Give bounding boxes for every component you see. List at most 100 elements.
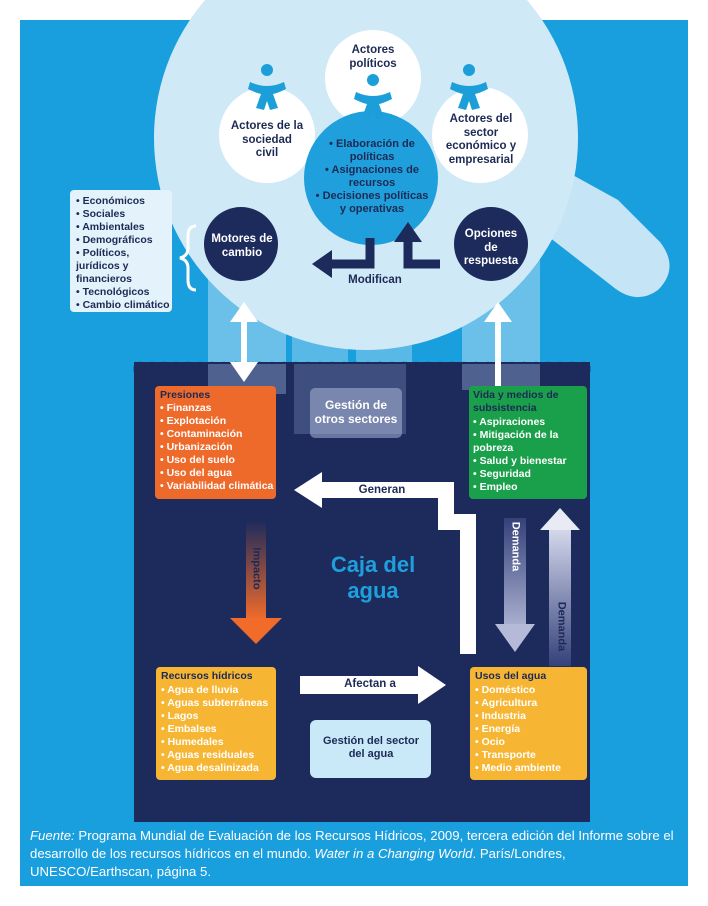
pressure-item: • Contaminación <box>160 428 243 441</box>
use-item: • Ocio <box>475 736 505 749</box>
sector-mgmt-box <box>310 720 431 778</box>
policy-list: • Elaboración de políticas • Asignacione… <box>312 138 432 216</box>
drivers-label: Motores de cambio <box>211 233 273 259</box>
resource-item: • Aguas subterráneas <box>161 697 269 710</box>
responses-circle <box>454 207 528 281</box>
pressure-item: • Finanzas <box>160 402 212 414</box>
resource-item: • Humedales <box>161 736 224 749</box>
driver-item: • Tecnológicos <box>76 286 150 299</box>
generate-arrow-head <box>294 472 322 508</box>
demand-down-label: Demanda <box>509 521 522 572</box>
resource-item: • Embalses <box>161 723 217 736</box>
resource-item: • Lagos <box>161 710 199 723</box>
source-footnote: Fuente: Programa Mundial de Evaluación d… <box>30 827 690 881</box>
political-actors-label: Actores políticos <box>349 44 397 70</box>
livelihoods-items: • Aspiraciones • Mitigación de la pobrez… <box>473 416 585 494</box>
demand-up-shaft <box>549 526 571 666</box>
pressures-items: • Finanzas • Explotación • Contaminación… <box>160 402 274 493</box>
resource-item: • Aguas residuales <box>161 749 255 762</box>
uses-title: Usos del agua <box>475 670 547 682</box>
person-icon-civil <box>248 64 286 110</box>
drivers-arrow-up-head <box>230 302 258 322</box>
affect-arrow-head <box>418 666 446 704</box>
pressures-title: Presiones <box>160 389 211 401</box>
livelihoods-box <box>469 386 587 499</box>
livelihoods-arrow-shaft <box>495 320 501 390</box>
drivers-arrow-shaft <box>241 320 247 364</box>
policy-item: • Decisiones políticas y operativas <box>315 189 429 215</box>
driver-item: • Ambientales <box>76 221 145 234</box>
pressure-item: • Uso del suelo <box>160 454 235 467</box>
resource-item: • Agua de lluvia <box>161 684 239 696</box>
use-item: • Doméstico <box>475 684 536 696</box>
generate-path <box>322 482 476 654</box>
modify-arrow-left <box>330 238 375 269</box>
uses-items: • Doméstico • Agricultura • Industria • … <box>475 684 585 775</box>
livelihood-item: • Aspiraciones <box>473 416 546 428</box>
policy-item: • Elaboración de políticas <box>329 138 415 163</box>
source-title: Water in a Changing World <box>314 845 473 861</box>
impact-arrow-shaft <box>246 520 266 620</box>
livelihoods-title: Vida y medios de subsistencia <box>473 389 559 415</box>
sector-mgmt-label: Gestión del sector del agua <box>323 735 419 760</box>
affect-label: Afectan a <box>344 678 396 690</box>
livelihood-item: • Mitigación de la pobreza <box>473 429 559 455</box>
driver-item: • Cambio climático <box>76 299 170 312</box>
driver-item: • Económicos <box>76 195 146 207</box>
impact-label: Impacto <box>250 547 263 590</box>
generate-label: Generan <box>358 484 406 496</box>
modify-label: Modifican <box>348 274 402 286</box>
use-item: • Agricultura <box>475 697 538 710</box>
resources-items: • Agua de lluvia • Aguas subterráneas • … <box>161 684 275 775</box>
drivers-arrow-down-head <box>230 362 258 382</box>
business-actors-circle <box>432 87 528 183</box>
drivers-circle <box>204 207 278 281</box>
drivers-bracket <box>179 224 197 292</box>
policy-circle <box>304 111 438 245</box>
source-label: Fuente: <box>30 828 75 843</box>
driver-item: • Sociales <box>76 208 126 221</box>
pressure-item: • Urbanización <box>160 441 233 454</box>
drivers-list-box <box>70 190 172 312</box>
other-sectors-box <box>310 388 402 438</box>
responses-label: Opciones de respuesta <box>463 228 519 268</box>
driver-item: • Políticos, jurídicos y financieros <box>76 247 133 286</box>
demand-down-head <box>495 624 535 652</box>
source-text-2: . París/Londres, UNESCO/Earthscan, págin… <box>30 845 566 879</box>
modify-arrow-up <box>403 240 440 269</box>
resources-title: Recursos hídricos <box>161 670 253 682</box>
modify-arrow-up-head <box>394 222 422 242</box>
pressure-item: • Explotación <box>160 415 227 428</box>
use-item: • Industria <box>475 710 526 723</box>
livelihood-item: • Salud y bienestar <box>473 455 567 468</box>
pressures-list: Presiones <box>160 389 274 402</box>
business-actors-label: Actores del sector económico y empresari… <box>445 113 517 166</box>
livelihood-item: • Empleo <box>473 481 518 494</box>
magnifier-handle <box>540 168 670 298</box>
demand-up-label: Demanda <box>555 601 568 652</box>
uses-box <box>470 667 587 780</box>
affect-arrow-shaft <box>300 676 420 694</box>
policy-item: • Asignaciones de recursos <box>325 163 419 189</box>
pressure-item: • Variabilidad climática <box>160 480 274 493</box>
water-box-title: Caja del agua <box>330 552 416 604</box>
use-item: • Transporte <box>475 749 536 762</box>
pressures-box <box>155 386 276 499</box>
demand-down-shaft <box>504 518 526 626</box>
impact-arrow-head <box>230 618 282 644</box>
demand-up-head <box>540 508 580 530</box>
other-sectors-label: Gestión de otros sectores <box>314 398 398 427</box>
livelihoods-arrow-head <box>484 302 512 322</box>
pressure-item: • Uso del agua <box>160 467 232 480</box>
driver-item: • Demográficos <box>76 234 153 247</box>
resource-item: • Agua desalinizada <box>161 762 259 775</box>
civil-actors-label: Actores de la sociedad civil <box>230 120 304 160</box>
person-icon-political <box>354 74 392 120</box>
drivers-list: • Económicos • Sociales • Ambientales • … <box>76 195 172 312</box>
use-item: • Medio ambiente <box>475 762 561 775</box>
modify-arrow-left-head <box>312 250 332 278</box>
person-icon-business <box>450 64 488 110</box>
source-text-1: Programa Mundial de Evaluación de los Re… <box>30 828 674 861</box>
